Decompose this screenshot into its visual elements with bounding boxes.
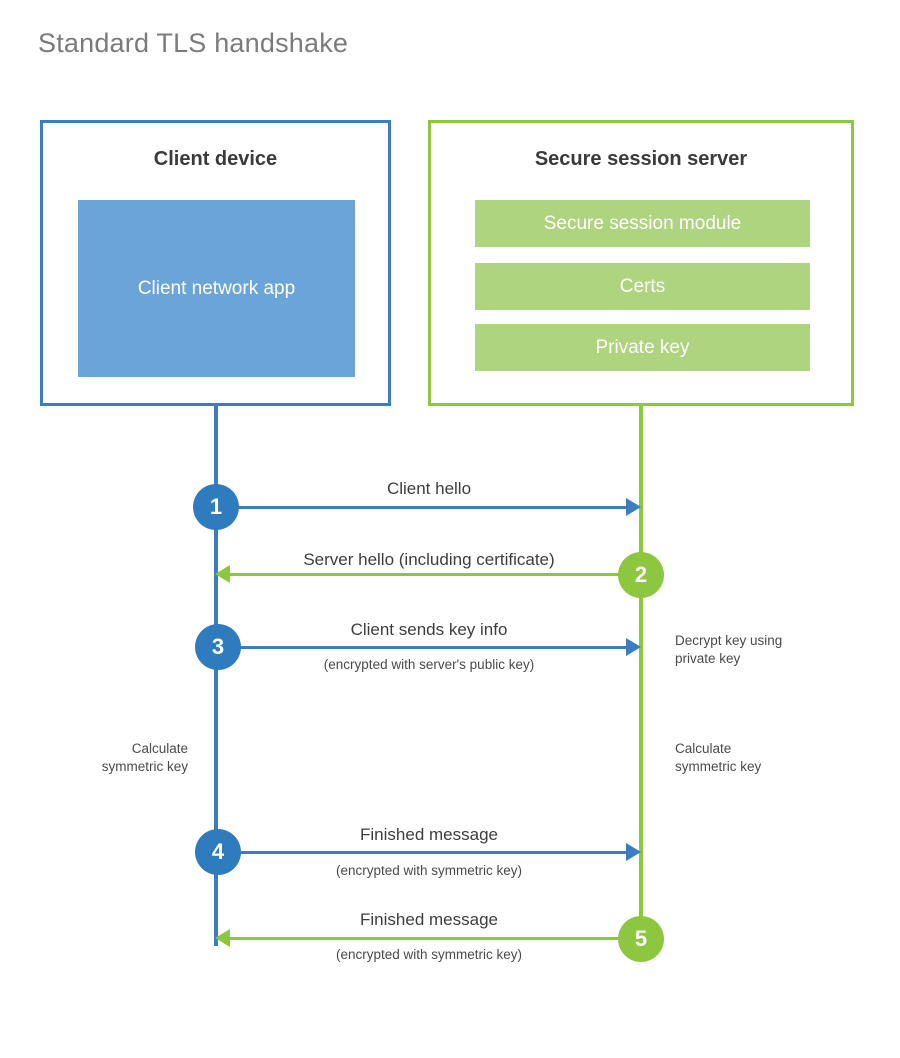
server-calculate-note-line-1: Calculate: [675, 741, 732, 756]
step-3-marker: 3: [195, 624, 241, 670]
secure-session-module-block: Secure session module: [475, 200, 810, 247]
server-decrypt-note-line-2: private key: [675, 651, 741, 667]
step-4-arrow-head-right-icon: [626, 843, 641, 861]
step-2-marker: 2: [618, 552, 664, 598]
step-4-label: Finished message: [360, 825, 498, 844]
step-3-arrow-head-right-icon: [626, 638, 641, 656]
step-5-marker: 5: [618, 916, 664, 962]
step-5-sublabel: (encrypted with symmetric key): [335, 947, 523, 962]
step-5-label: Finished message: [360, 910, 498, 929]
step-2-label: Server hello (including certificate): [303, 550, 555, 569]
step-5-arrow-head-left-icon: [215, 929, 230, 947]
server-lifeline: [639, 403, 643, 939]
secure-session-server-title: Secure session server: [534, 148, 748, 170]
server-decrypt-note-line-1: Decrypt key using: [675, 633, 783, 648]
server-calculate-symmetric-key-note: Calculate symmetric key: [675, 740, 865, 776]
step-5-arrow-line: [230, 937, 642, 940]
step-3-label: Client sends key info: [350, 620, 508, 639]
step-4-sublabel: (encrypted with symmetric key): [335, 863, 523, 878]
client-device-title: Client device: [153, 148, 278, 170]
certs-block: Certs: [475, 263, 810, 310]
private-key-block: Private key: [475, 324, 810, 371]
secure-session-server-box: Secure session server Secure session mod…: [428, 120, 854, 406]
step-1-arrow-head-right-icon: [626, 498, 641, 516]
client-calculate-note-line-1: Calculate: [131, 741, 188, 756]
server-decrypt-note: Decrypt key using private key: [675, 632, 865, 668]
step-1-label: Client hello: [386, 479, 472, 498]
step-2-arrow-head-left-icon: [215, 565, 230, 583]
client-lifeline: [214, 403, 218, 946]
step-1-marker: 1: [193, 484, 239, 530]
client-calculate-note-line-2: symmetric key: [101, 759, 188, 775]
client-network-app-block: Client network app: [78, 200, 355, 377]
step-3-arrow-line: [216, 646, 626, 649]
step-1-arrow-line: [216, 506, 626, 509]
step-4-arrow-line: [216, 851, 626, 854]
client-calculate-symmetric-key-note: Calculate symmetric key: [20, 740, 188, 776]
client-device-box: Client device Client network app: [40, 120, 391, 406]
server-calculate-note-line-2: symmetric key: [675, 759, 762, 775]
step-2-arrow-line: [230, 573, 642, 576]
step-4-marker: 4: [195, 829, 241, 875]
step-3-sublabel: (encrypted with server's public key): [323, 657, 535, 672]
page-title: Standard TLS handshake: [38, 28, 349, 58]
